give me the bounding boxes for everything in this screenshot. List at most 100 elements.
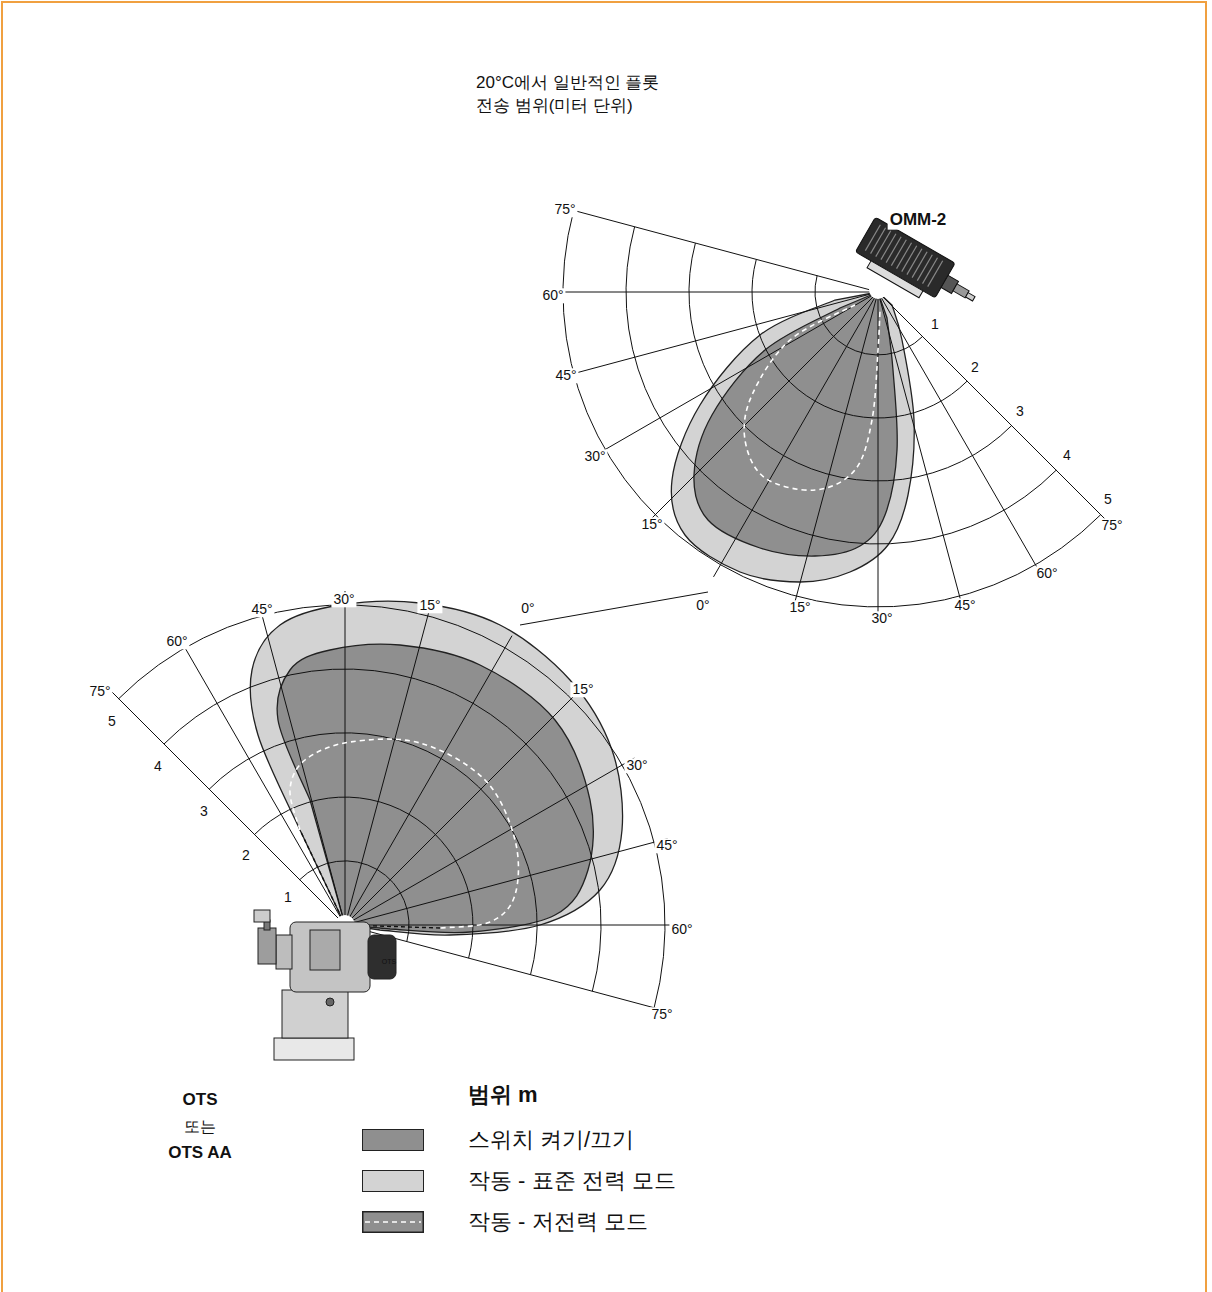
scale-label: 2 xyxy=(969,360,981,375)
scale-label: 15° xyxy=(570,682,595,697)
scale-label: 60° xyxy=(164,634,189,649)
scale-label: 4 xyxy=(1061,448,1073,463)
ots-base xyxy=(282,990,348,1038)
ots-lens xyxy=(368,935,396,979)
device-name: OTS xyxy=(181,1091,220,1110)
device-note: 또는 xyxy=(182,1118,218,1136)
legend-text: 작동 - 표준 전력 모드 xyxy=(468,1168,676,1194)
legend-sample-fill xyxy=(363,1212,424,1233)
angle-line xyxy=(560,207,878,292)
scale-label: 1 xyxy=(929,317,941,332)
scale-label: 75° xyxy=(552,202,577,217)
ots-body xyxy=(290,922,370,992)
window-spot xyxy=(869,281,887,299)
legend-swatch xyxy=(362,1170,424,1192)
standard-range-lobe xyxy=(250,601,622,935)
scale-label: 30° xyxy=(582,449,607,464)
angle-line xyxy=(109,689,345,925)
legend-sample-dash xyxy=(365,1221,421,1223)
cooling-fin xyxy=(912,252,927,278)
switch-range-lobe xyxy=(694,292,897,556)
scale-label: 75° xyxy=(1099,518,1124,533)
angle-line xyxy=(645,292,878,525)
scale-label: 3 xyxy=(198,804,210,819)
ots-knob xyxy=(254,910,270,922)
scale-label: 60° xyxy=(669,922,694,937)
legend-heading: 범위 m xyxy=(468,1083,538,1107)
range-ring xyxy=(164,669,601,991)
cooling-fin xyxy=(923,258,938,284)
angle-line xyxy=(345,602,431,925)
cooling-fin xyxy=(886,237,901,263)
scale-label: 5 xyxy=(1102,492,1114,507)
scale-label: 5 xyxy=(106,714,118,729)
cooling-fin xyxy=(902,246,917,272)
angle-line xyxy=(178,636,345,925)
scale-label: 45° xyxy=(952,598,977,613)
ots-device xyxy=(254,910,396,1060)
scale-label: 30° xyxy=(624,758,649,773)
angle-line xyxy=(345,636,512,925)
angle-line xyxy=(345,839,668,925)
scale-label: 1 xyxy=(282,890,294,905)
scale-label: 0° xyxy=(519,601,536,616)
scale-label: 75° xyxy=(649,1007,674,1022)
cable-connector xyxy=(966,293,975,301)
cooling-fin xyxy=(876,231,891,257)
range-ring xyxy=(689,243,1012,481)
legend-text: 스위치 켜기/끄기 xyxy=(468,1127,634,1153)
cooling-fin xyxy=(928,261,943,287)
scale-label: 3 xyxy=(1014,404,1026,419)
low-power-outline xyxy=(300,830,440,928)
cooling-fin xyxy=(891,240,906,266)
ots-body xyxy=(276,935,292,969)
angle-line xyxy=(345,591,346,925)
legend-swatch xyxy=(362,1129,424,1151)
scale-label: 4 xyxy=(152,759,164,774)
angle-line xyxy=(560,292,878,377)
omm-2-window xyxy=(867,261,923,298)
ots-body xyxy=(310,930,340,970)
angle-line xyxy=(345,689,581,925)
scale-label: 15° xyxy=(639,517,664,532)
range-ring xyxy=(563,211,1101,607)
legend-text: 작동 - 저전력 모드 xyxy=(468,1209,648,1235)
scale-label: 30° xyxy=(869,611,894,626)
scale-label: 30° xyxy=(331,592,356,607)
ots-polar-grid xyxy=(109,591,679,1011)
scale-label: 0° xyxy=(694,598,711,613)
scale-label: 45° xyxy=(654,838,679,853)
angle-line xyxy=(593,292,878,457)
angle-line xyxy=(878,292,963,610)
angle-line xyxy=(878,292,1111,525)
device-name: OTS AA xyxy=(166,1144,234,1163)
angle-line xyxy=(549,292,878,293)
range-ring xyxy=(626,227,1056,544)
angle-line xyxy=(259,602,345,925)
angle-line xyxy=(878,292,1043,577)
angle-line xyxy=(345,925,668,1011)
ots-screw xyxy=(326,998,334,1006)
scale-label: 60° xyxy=(540,288,565,303)
scale-label: 2 xyxy=(240,848,252,863)
scale-label: 15° xyxy=(417,598,442,613)
device-name: OMM-2 xyxy=(888,211,949,230)
legend-dashed-sample xyxy=(362,1211,424,1233)
cooling-fin xyxy=(881,234,896,260)
low-power-outline xyxy=(290,739,519,928)
diagram-title: 20°C에서 일반적인 플롯 전송 범위(미터 단위) xyxy=(476,72,691,118)
scale-label: 60° xyxy=(1034,566,1059,581)
cooling-fin xyxy=(865,225,880,251)
cooling-fin xyxy=(917,255,932,281)
omm-polar-grid xyxy=(549,207,1111,621)
device-name: OTS xyxy=(380,958,398,966)
angle-line xyxy=(345,758,634,925)
scale-label: 75° xyxy=(87,684,112,699)
low-power-outline xyxy=(744,305,880,490)
angle-line xyxy=(345,925,679,926)
zero-leader-line xyxy=(520,592,708,625)
cooling-fin xyxy=(907,249,922,275)
ots-base xyxy=(274,1038,354,1060)
cooling-fin xyxy=(871,228,886,254)
cooling-fin xyxy=(897,243,912,269)
